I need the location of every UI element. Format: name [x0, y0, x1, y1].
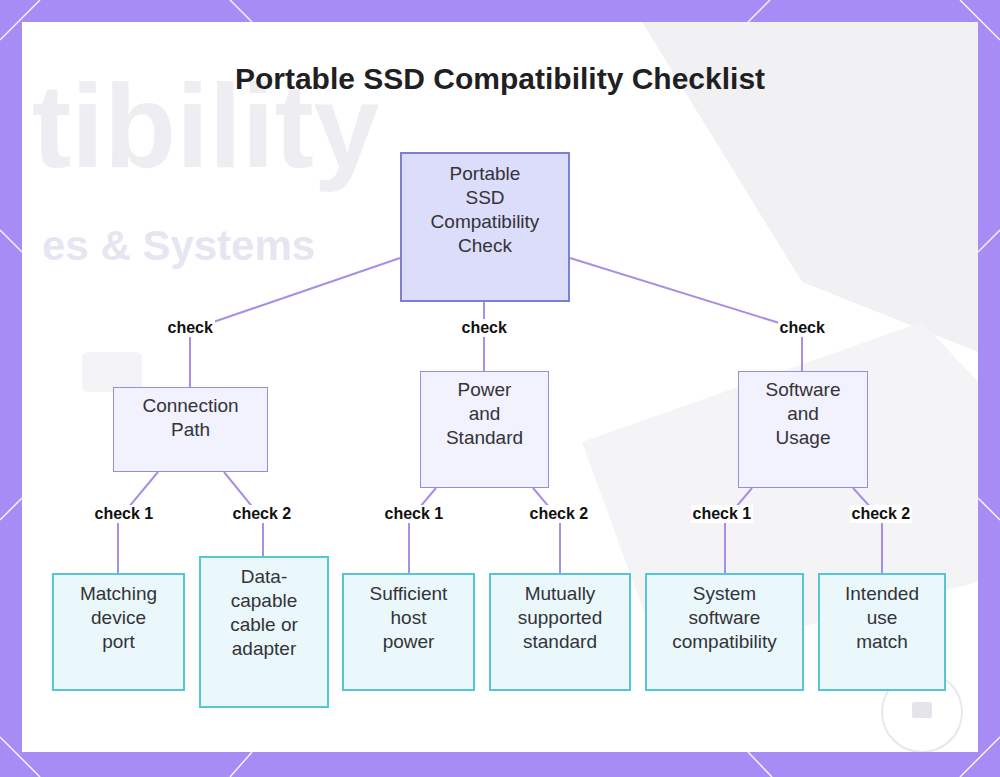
node-label: Portable SSD Compatibility Check: [429, 162, 541, 258]
node-label: Power and Standard: [442, 378, 527, 450]
connector-line: [533, 488, 560, 573]
edge-label: check 1: [93, 505, 156, 523]
node-label: Connection Path: [131, 394, 251, 442]
edge-label: check 2: [528, 505, 591, 523]
check-box: Mutually supported standard: [489, 573, 631, 691]
check-box: Data-capable cable or adapter: [199, 556, 329, 708]
edge-label: check: [778, 319, 827, 337]
watermark-text: es & Systems: [42, 222, 315, 270]
diagram-title: Portable SSD Compatibility Checklist: [0, 62, 1000, 96]
connector-line: [853, 488, 882, 573]
connector-line: [725, 488, 752, 573]
check-box: Sufficient host power: [342, 573, 475, 691]
node-label: Sufficient host power: [365, 582, 453, 654]
node-label: Software and Usage: [761, 378, 846, 450]
node-label: Intended use match: [842, 582, 922, 654]
node-label: Data-capable cable or adapter: [227, 565, 302, 661]
connector-line: [190, 258, 400, 387]
category-box: Software and Usage: [738, 371, 868, 488]
edge-label: check 2: [231, 505, 294, 523]
category-box: Connection Path: [113, 387, 268, 472]
edge-label: check: [460, 319, 509, 337]
check-box: System software compatibility: [645, 573, 804, 691]
node-label: System software compatibility: [667, 582, 782, 654]
category-box: Power and Standard: [420, 371, 549, 488]
edge-label: check 1: [691, 505, 754, 523]
edge-label: check 2: [850, 505, 913, 523]
connector-line: [409, 488, 436, 573]
node-label: Matching device port: [75, 582, 163, 654]
check-box: Intended use match: [818, 573, 946, 691]
root-box: Portable SSD Compatibility Check: [400, 152, 570, 302]
edge-label: check: [166, 319, 215, 337]
connector-line: [570, 258, 802, 371]
node-label: Mutually supported standard: [513, 582, 608, 654]
check-box: Matching device port: [52, 573, 185, 691]
edge-label: check 1: [383, 505, 446, 523]
